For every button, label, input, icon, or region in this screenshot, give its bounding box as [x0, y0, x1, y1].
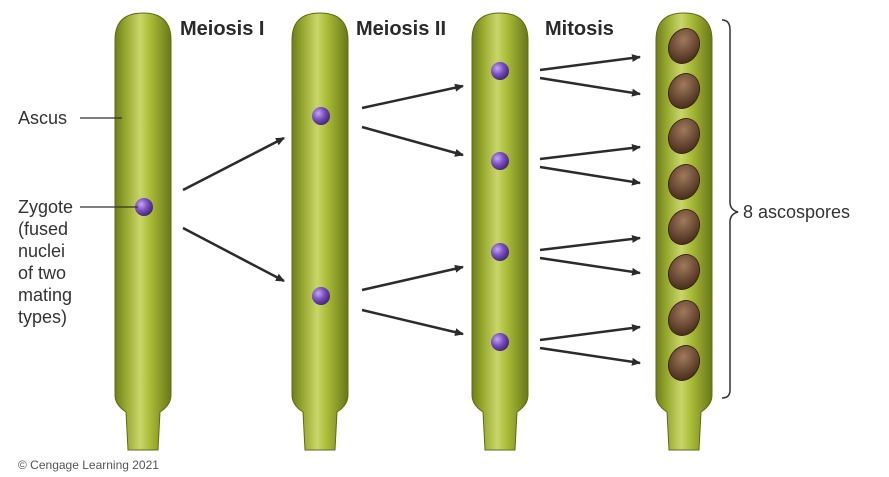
arrow: [362, 267, 463, 290]
zygote-label-line: (fused: [18, 218, 73, 240]
arrows-meiosis2: [362, 86, 463, 334]
zygote-label-line: Zygote: [18, 196, 73, 218]
zygote-label-line: types): [18, 306, 73, 328]
meiosis2-nucleus: [491, 243, 509, 261]
arrow: [183, 138, 284, 190]
ascospores-label: 8 ascospores: [743, 201, 850, 223]
zygote-label-line: nuclei: [18, 240, 73, 262]
stage-label-meiosis2: Meiosis II: [356, 18, 446, 41]
ascus-tube-2: [292, 13, 348, 450]
arrow: [540, 238, 640, 250]
zygote-label-line: mating: [18, 284, 73, 306]
arrow: [540, 167, 640, 183]
zygote-label: Zygote (fused nuclei of two mating types…: [18, 196, 73, 328]
copyright-credit: © Cengage Learning 2021: [18, 458, 159, 472]
meiosis2-nucleus: [491, 62, 509, 80]
arrows-mitosis: [540, 57, 640, 363]
meiosis2-nucleus: [491, 333, 509, 351]
meiosis1-nucleus: [312, 287, 330, 305]
stage-label-mitosis: Mitosis: [545, 18, 614, 41]
arrow: [183, 228, 284, 281]
arrow: [540, 348, 640, 363]
ascus-tube-1: [115, 13, 171, 450]
arrow: [540, 57, 640, 70]
stage-label-meiosis1: Meiosis I: [180, 18, 264, 41]
arrow: [540, 327, 640, 340]
zygote-label-line: of two: [18, 262, 73, 284]
meiosis1-nucleus: [312, 107, 330, 125]
arrow: [362, 310, 463, 334]
arrow: [540, 258, 640, 273]
meiosis2-nucleus: [491, 152, 509, 170]
arrows-meiosis1: [183, 138, 284, 281]
arrow: [540, 147, 640, 159]
ascus-label: Ascus: [18, 107, 67, 129]
ascospores-bracket: [722, 20, 738, 398]
arrow: [540, 78, 640, 94]
arrow: [362, 86, 463, 108]
arrow: [362, 127, 463, 155]
